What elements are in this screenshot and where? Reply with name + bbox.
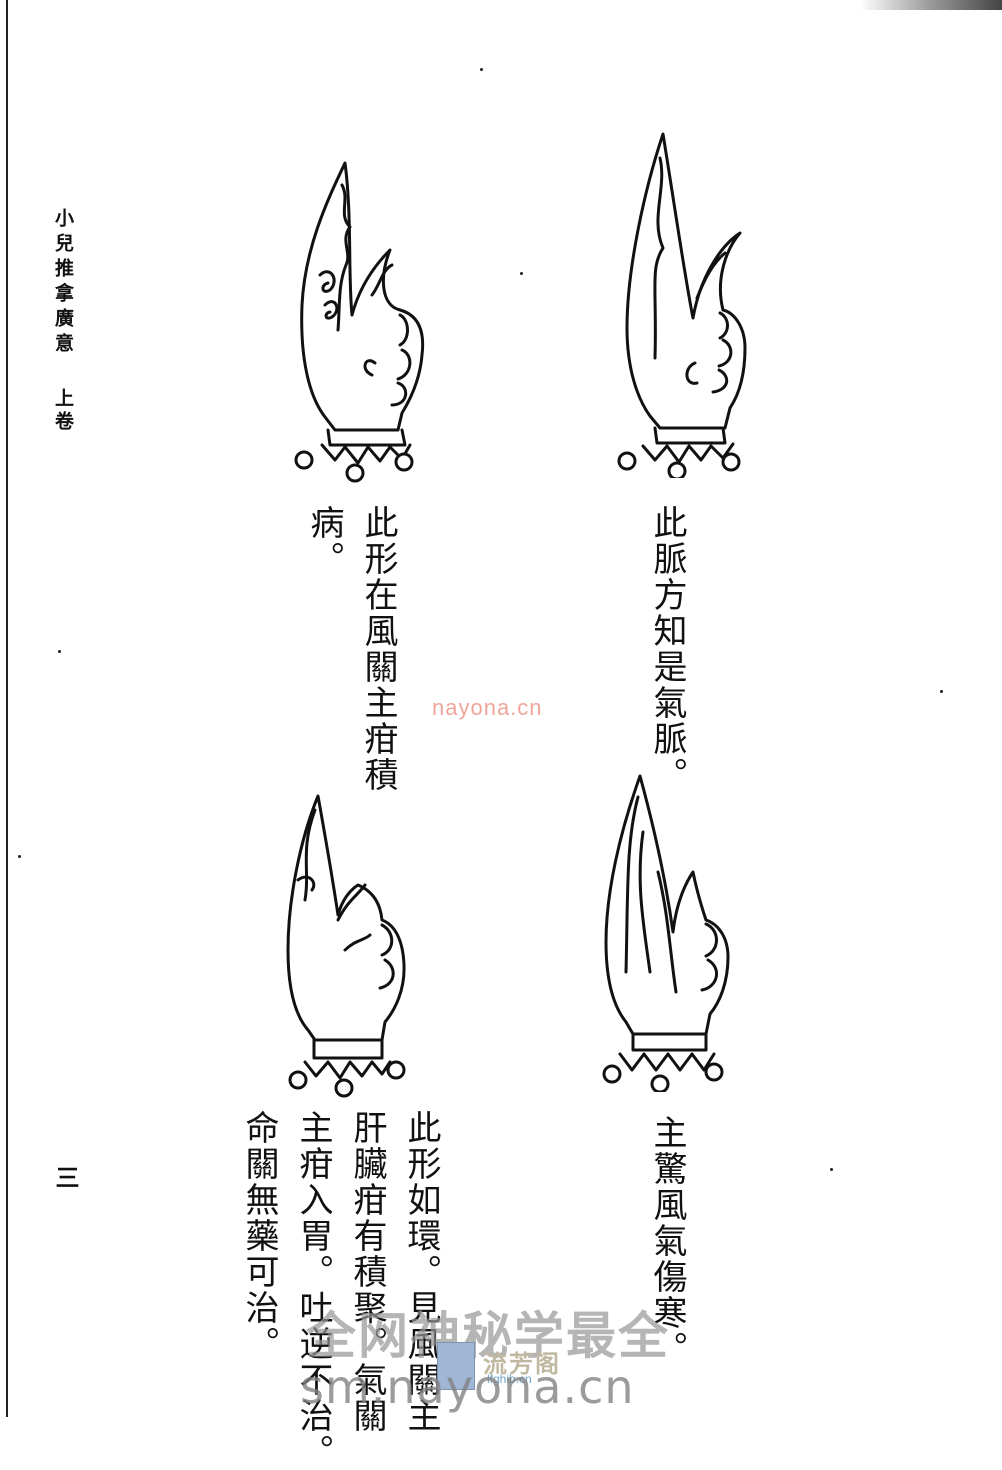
print-speck <box>480 68 483 71</box>
caption-figure-4: 主驚風氣傷寒。 <box>640 1115 694 1367</box>
caption-line: 病。 <box>304 505 344 577</box>
print-speck <box>18 855 21 858</box>
hand-illustration-4 <box>602 774 730 1092</box>
caption-line: 主驚風氣傷寒。 <box>647 1115 687 1367</box>
caption-line: 主疳入胃。吐逆不治。 <box>293 1110 333 1470</box>
watermark-badge-url: lfghib.cn <box>487 1372 532 1386</box>
caption-figure-3: 此形如環。見風關主 肝臟疳有積聚。氣關 主疳入胃。吐逆不治。 命關無藥可治。 <box>232 1110 448 1470</box>
hand-illustration-3 <box>286 794 406 1098</box>
hand-illustration-1 <box>294 161 425 483</box>
volume-label: 上卷 <box>52 388 74 434</box>
print-speck <box>830 1168 833 1171</box>
hand-illustration-2 <box>617 132 747 478</box>
caption-line: 命關無藥可治。 <box>239 1110 279 1362</box>
caption-figure-2: 此脈方知是氣脈。 <box>640 505 694 793</box>
print-speck <box>520 272 523 275</box>
page-edge-left <box>6 0 8 1417</box>
caption-line: 肝臟疳有積聚。氣關 <box>347 1110 387 1434</box>
watermark-badge-name: 流芳阁 <box>483 1349 561 1378</box>
page-edge-top-shadow <box>860 0 1002 10</box>
page-number: 三 <box>51 1165 80 1189</box>
print-speck <box>940 690 943 693</box>
caption-line: 此形如環。見風關主 <box>401 1110 441 1434</box>
watermark-small-url: nayona.cn <box>432 695 543 720</box>
book-icon <box>437 1342 475 1390</box>
watermark-banner: 全网神秘学最全 <box>306 1307 670 1365</box>
caption-line: 此形在風關主疳積 <box>358 505 398 793</box>
watermark-badge: 流芳阁 lfghib.cn <box>437 1342 587 1390</box>
caption-line: 此脈方知是氣脈。 <box>647 505 687 793</box>
caption-figure-1: 此形在風關主疳積 病。 <box>297 505 405 793</box>
book-title: 小兒推拿廣意 <box>52 208 74 358</box>
watermark-url: sm.nayona.cn <box>300 1360 635 1414</box>
print-speck <box>58 650 61 653</box>
